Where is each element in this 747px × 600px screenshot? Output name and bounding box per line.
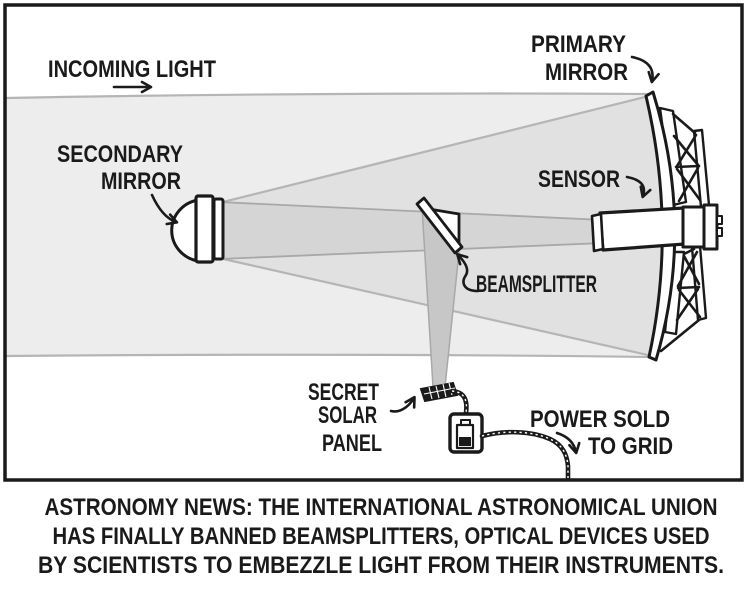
- beamsplitter-label: BEAMSPLITTER: [476, 271, 597, 298]
- secondary-mirror-arrow: [150, 193, 179, 226]
- power-sold-arrow: [555, 431, 581, 455]
- caption-line-3: BY SCIENTISTS TO EMBEZZLE LIGHT FROM THE…: [38, 552, 724, 579]
- battery-body: [455, 423, 475, 450]
- secondary-mirror-label-1: SECONDARY: [57, 141, 183, 168]
- mount-nub-bottom: [716, 227, 723, 237]
- caption-line-1: ASTRONOMY NEWS: THE INTERNATIONAL ASTRON…: [45, 494, 718, 521]
- truss-braces-lower: [659, 247, 702, 353]
- primary-mirror-label-2: MIRROR: [545, 59, 628, 86]
- secondary-mirror-plate: [194, 194, 215, 264]
- secondary-mirror-dome: [170, 198, 200, 263]
- primary-mirror-label-1: PRIMARY: [531, 31, 626, 58]
- sensor-mount-slab: [702, 203, 719, 251]
- sensor-arrow: [625, 175, 652, 199]
- beamsplitter-plate: [415, 196, 464, 255]
- annotations: INCOMING LIGHT SECONDARY MIRROR PRIMARY …: [48, 31, 673, 460]
- sensor-mount-box: [681, 205, 707, 249]
- battery-charge-level: [459, 437, 471, 446]
- grid-cable: [479, 429, 571, 481]
- primary-mirror: [644, 90, 677, 362]
- solar-rig: [419, 381, 571, 481]
- incoming-light-label: INCOMING LIGHT: [48, 56, 216, 83]
- panel-to-battery-cable: [449, 388, 469, 416]
- secondary-mirror-label-2: MIRROR: [101, 168, 181, 195]
- sensor-tube: [598, 206, 687, 252]
- secondary-mirror-plate-2: [212, 197, 225, 261]
- secret-solar-label-2: SOLAR: [318, 402, 377, 429]
- power-sold-label-2: TO GRID: [588, 433, 673, 460]
- solar-panel: [419, 381, 459, 403]
- sensor-label: SENSOR: [538, 166, 620, 193]
- secondary-mirror-assembly: [170, 194, 225, 264]
- beamsplitter-arrow: [455, 252, 480, 293]
- primary-mirror-arrow: [630, 55, 660, 84]
- beamsplitter-assembly: [415, 196, 464, 255]
- caption-line-2: HAS FINALLY BANNED BEAMSPLITTERS, OPTICA…: [53, 523, 710, 550]
- beam-edge-top: [5, 92, 650, 100]
- beam-edge-bottom: [5, 353, 653, 359]
- power-sold-label-1: POWER SOLD: [530, 406, 670, 433]
- primary-mirror-assembly: [590, 90, 723, 362]
- secret-solar-arrow: [389, 395, 416, 413]
- cone-edge-top: [218, 94, 650, 205]
- mount-nub-top: [716, 215, 723, 225]
- comic-frame: [3, 3, 744, 482]
- secret-solar-label-3: PANEL: [322, 430, 382, 457]
- light-beams: [5, 92, 664, 388]
- secret-solar-label-1: SECRET: [308, 379, 379, 406]
- truss-braces-upper: [671, 112, 702, 203]
- caption: ASTRONOMY NEWS: THE INTERNATIONAL ASTRON…: [38, 494, 724, 579]
- sensor-end-cap: [590, 212, 605, 253]
